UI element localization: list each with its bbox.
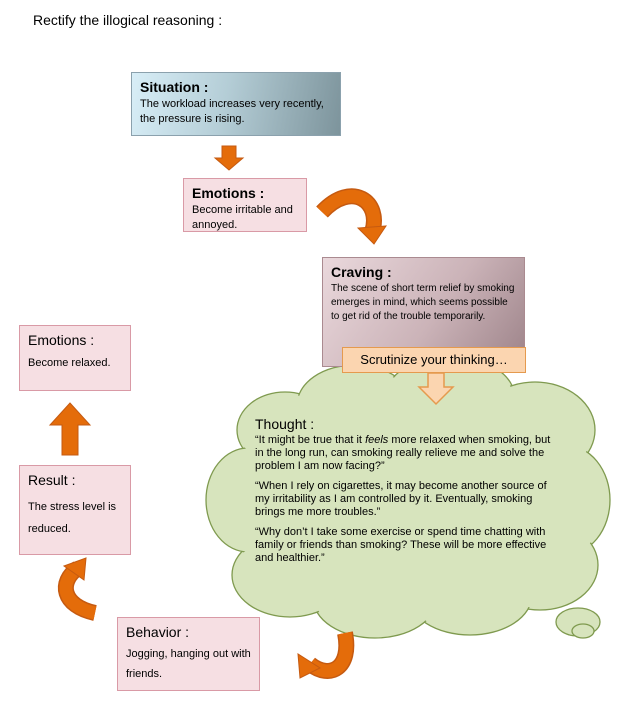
emotions-box-left: Emotions : Become relaxed. xyxy=(19,325,131,391)
emotions-box-top: Emotions : Become irritable and annoyed. xyxy=(183,178,307,232)
arrow-up-icon xyxy=(48,402,92,456)
curved-arrow-icon xyxy=(57,557,98,621)
page-title: Rectify the illogical reasoning : xyxy=(33,12,223,28)
emotions-text: Become relaxed. xyxy=(28,357,111,369)
thought-paragraph-2: “When I rely on cigarettes, it may becom… xyxy=(255,480,547,518)
thought-heading: Thought : xyxy=(255,416,315,432)
scrutinize-banner: Scrutinize your thinking… xyxy=(342,347,526,373)
arrow-down-outline-icon xyxy=(417,372,455,406)
curved-arrow-icon xyxy=(297,631,355,679)
craving-heading: Craving : xyxy=(331,264,392,280)
situation-box: Situation : The workload increases very … xyxy=(131,72,341,136)
result-heading: Result : xyxy=(28,472,76,488)
curved-arrow-icon xyxy=(316,188,387,245)
behavior-heading: Behavior : xyxy=(126,624,190,640)
situation-text: The workload increases very recently, th… xyxy=(140,98,324,125)
behavior-text: Jogging, hanging out with friends. xyxy=(126,648,251,680)
result-text: The stress level is reduced. xyxy=(28,501,117,535)
emotions-heading: Emotions : xyxy=(28,332,95,348)
craving-text: The scene of short term relief by smokin… xyxy=(331,283,515,322)
situation-heading: Situation : xyxy=(140,79,209,95)
behavior-box: Behavior : Jogging, hanging out with fri… xyxy=(117,617,260,691)
thought-paragraph-1: “It might be true that it feels more rel… xyxy=(255,434,551,472)
arrow-down-icon xyxy=(213,145,245,171)
result-box: Result : The stress level is reduced. xyxy=(19,465,131,555)
emotions-text: Become irritable and annoyed. xyxy=(192,204,293,231)
emotions-heading: Emotions : xyxy=(192,185,265,201)
thought-text-block: Thought : “It might be true that it feel… xyxy=(255,416,555,572)
thought-paragraph-3: “Why don’t I take some exercise or spend… xyxy=(255,526,547,564)
